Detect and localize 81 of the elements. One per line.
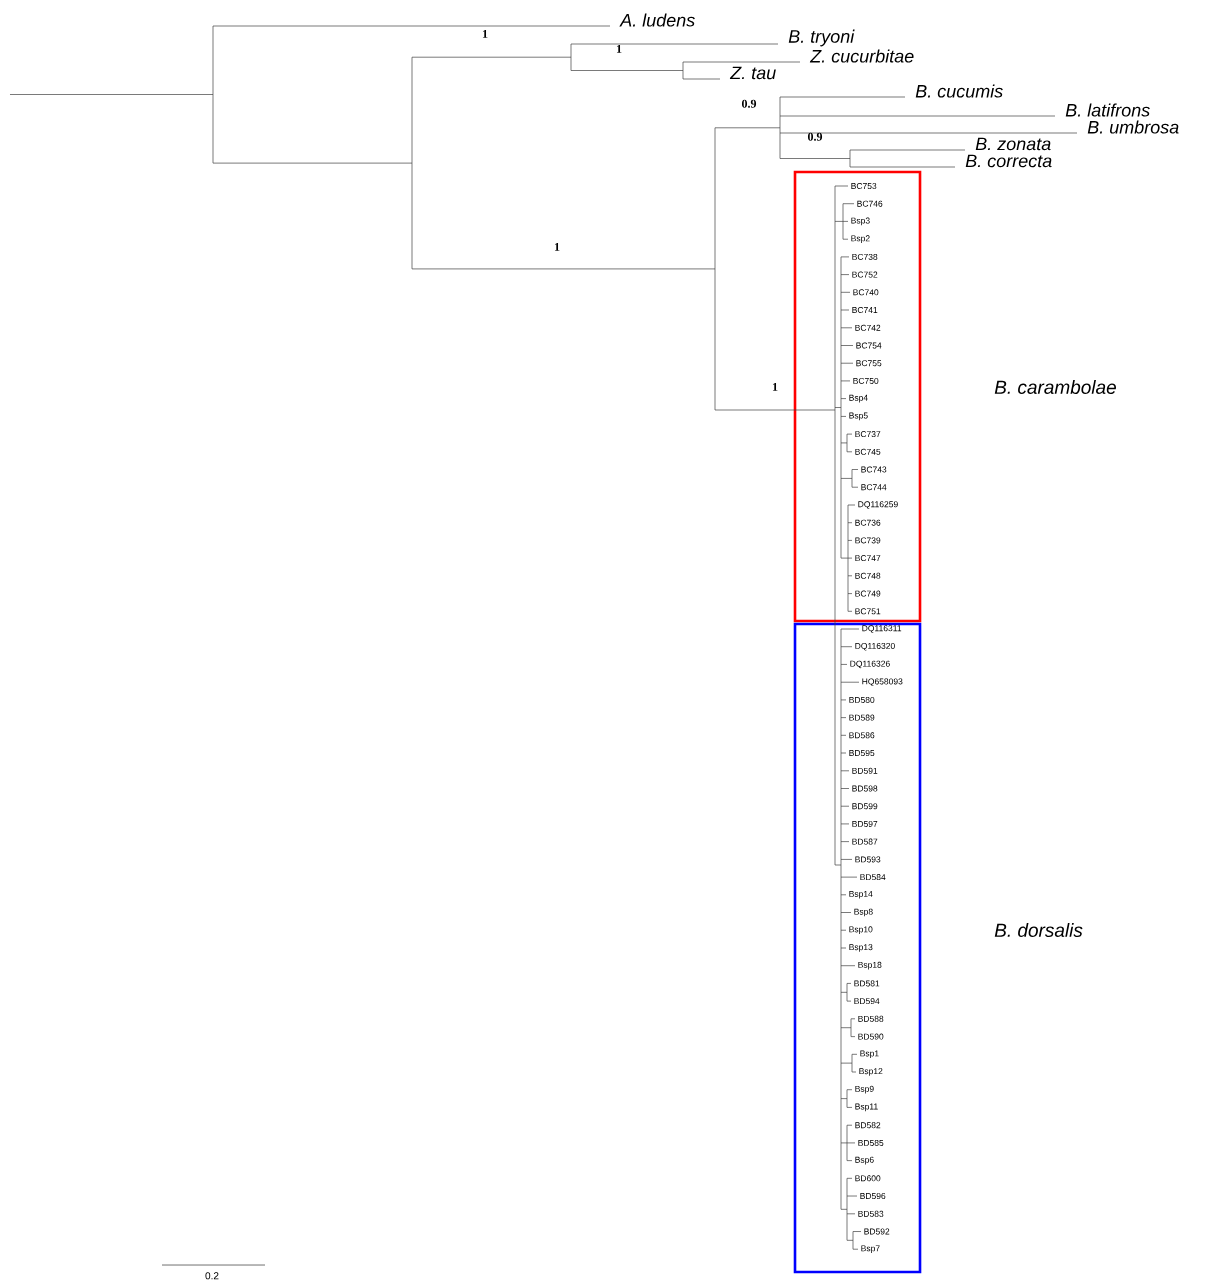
leaf-label: HQ658093	[862, 678, 903, 686]
species-label: Z. cucurbitae	[809, 49, 914, 63]
species-label: B. correcta	[965, 154, 1052, 168]
leaf-label: BD587	[852, 838, 878, 845]
leaf-label: Bsp3	[851, 217, 870, 226]
clade-name: B. dorsalis	[994, 923, 1083, 937]
leaf-label: BD581	[854, 980, 880, 987]
leaf-label: BD592	[864, 1228, 890, 1235]
leaf-label: BD582	[855, 1122, 881, 1129]
leaf-label: BC741	[852, 307, 878, 313]
leaf-label: Bsp5	[849, 412, 868, 421]
species-label: B. umbrosa	[1087, 120, 1179, 134]
leaf-label: BC747	[855, 555, 881, 562]
leaf-label: BC754	[856, 342, 882, 349]
leaf-label: BD586	[849, 732, 875, 739]
leaf-label: BD585	[858, 1139, 884, 1146]
leaf-label: Bsp2	[851, 235, 870, 244]
leaf-label: BD589	[849, 714, 875, 721]
leaf-label: BC740	[853, 289, 879, 296]
leaf-label: BD599	[852, 803, 878, 810]
leaf-label: BD594	[854, 998, 880, 1005]
leaf-label: BC748	[855, 572, 881, 579]
clade-box	[793, 170, 922, 623]
leaf-label: BC755	[856, 360, 882, 367]
leaf-label: Bsp14	[849, 891, 873, 899]
leaf-label: Bsp12	[859, 1068, 883, 1076]
support-value: 0.9	[807, 132, 823, 141]
leaf-label: Bsp1	[860, 1050, 879, 1059]
leaf-label: BC743	[861, 466, 887, 473]
leaf-label: BD596	[860, 1193, 886, 1199]
clade-name: B. carambolae	[994, 380, 1116, 394]
leaf-label: Bsp18	[858, 961, 882, 970]
leaf-label: BC738	[852, 253, 878, 260]
scale-label: 0.2	[205, 1272, 219, 1280]
leaf-label: DQ116320	[855, 642, 895, 651]
species-label: B. latifrons	[1065, 103, 1150, 117]
species-label: B. tryoni	[788, 29, 855, 47]
leaf-label: Bsp6	[855, 1156, 874, 1165]
leaf-label: BC746	[857, 200, 883, 207]
leaf-label: BD588	[858, 1015, 884, 1022]
leaf-label: DQ116326	[850, 660, 890, 669]
species-label: B. zonata	[975, 137, 1051, 151]
leaf-label: DQ116259	[858, 501, 898, 509]
leaf-label: Bsp10	[849, 926, 873, 935]
leaf-label: BC737	[855, 431, 881, 438]
leaf-label: BC752	[852, 271, 878, 278]
clade-box	[793, 622, 922, 1274]
species-label: Z. tau	[729, 66, 776, 80]
leaf-label: BC742	[855, 324, 881, 331]
leaf-label: BC745	[855, 448, 881, 455]
leaf-label: BC750	[853, 377, 879, 384]
leaf-label: Bsp11	[855, 1103, 878, 1112]
leaf-label: BD593	[855, 856, 881, 863]
species-label: A. ludens	[619, 13, 695, 27]
leaf-label: BD600	[855, 1175, 881, 1182]
leaf-label: Bsp4	[849, 394, 868, 403]
leaf-label: BD598	[852, 785, 878, 792]
leaf-label: BC744	[861, 484, 887, 491]
support-value: 1	[554, 242, 560, 251]
support-value: 1	[772, 382, 778, 391]
leaf-label: BD591	[852, 767, 878, 774]
leaf-label: BC739	[855, 537, 881, 544]
leaf-label: Bsp7	[861, 1245, 880, 1253]
leaf-label: DQ116311	[862, 625, 902, 633]
species-label: B. cucumis	[915, 84, 1003, 98]
leaf-label: BC753	[851, 183, 877, 189]
support-value: 1	[482, 29, 488, 38]
leaf-label: BD590	[858, 1033, 884, 1040]
leaf-label: BD583	[858, 1210, 884, 1217]
leaf-label: BC751	[855, 608, 881, 615]
leaf-label: BD597	[852, 820, 878, 827]
leaf-label: BC749	[855, 590, 881, 597]
support-value: 1	[616, 44, 622, 53]
leaf-label: BD580	[849, 696, 875, 703]
leaf-label: Bsp9	[855, 1085, 874, 1094]
support-value: 0.9	[741, 99, 757, 108]
leaf-label: BC736	[855, 519, 881, 526]
leaf-label: BD595	[849, 750, 875, 756]
leaf-label: Bsp8	[854, 908, 873, 917]
leaf-label: BD584	[860, 874, 886, 881]
leaf-label: Bsp13	[849, 944, 873, 952]
